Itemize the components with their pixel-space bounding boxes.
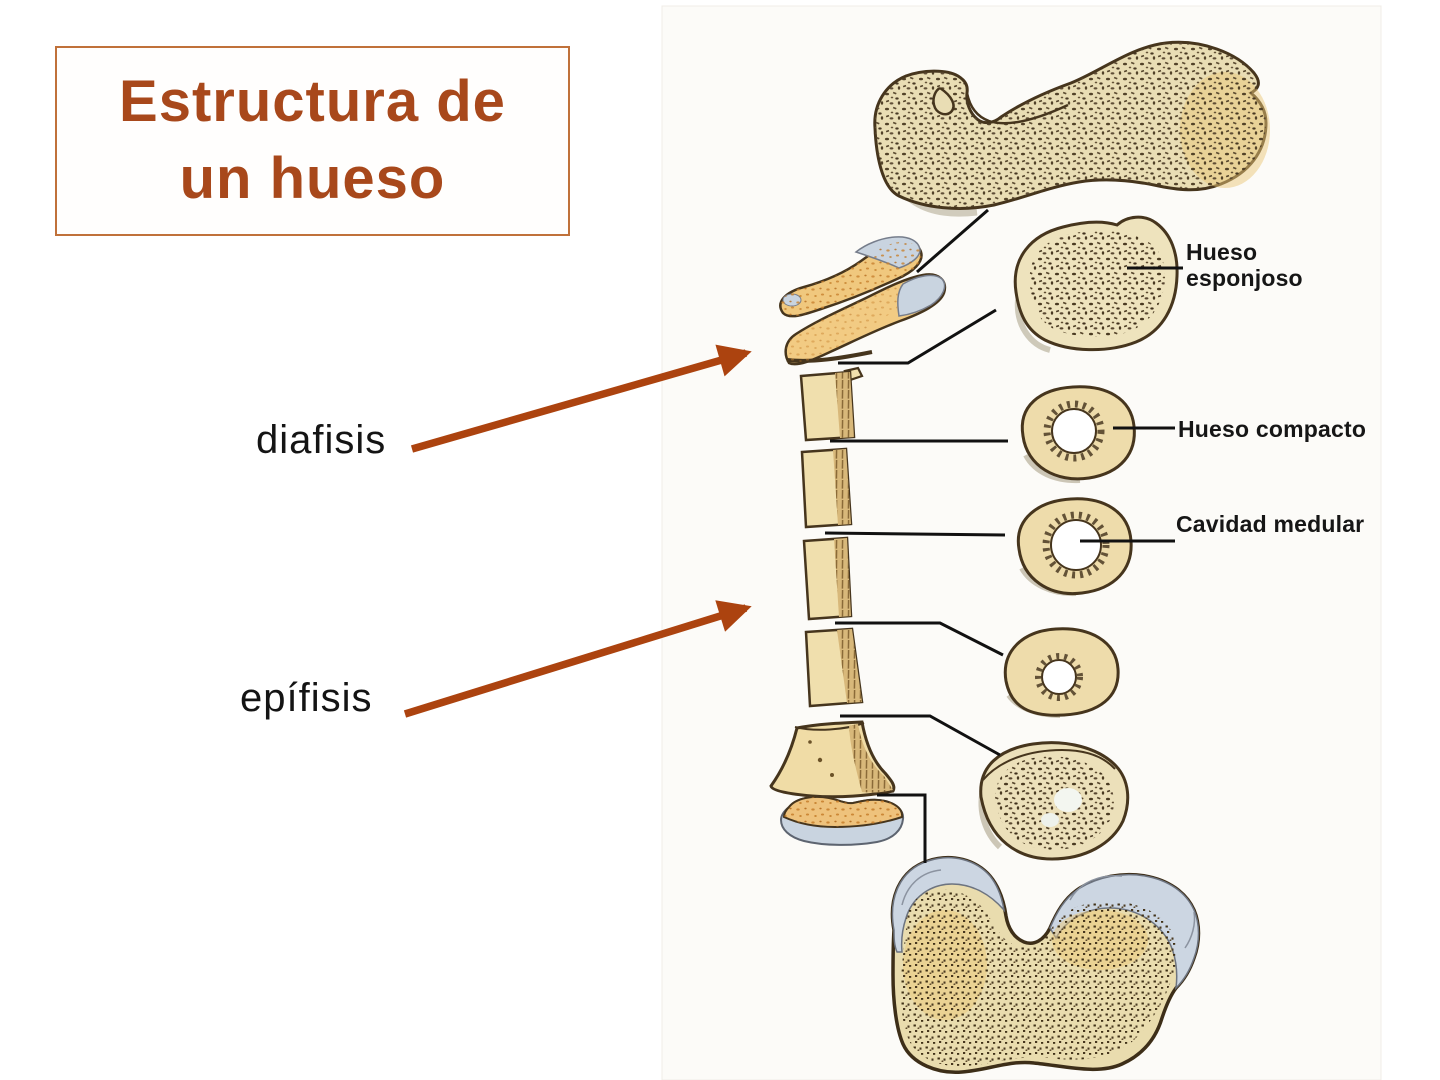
spongy-bone-cross-section — [1013, 215, 1179, 353]
proximal-epiphysis-section — [873, 40, 1270, 217]
distal-epiphysis-section — [890, 856, 1201, 1074]
label-epifisis: epífisis — [240, 676, 373, 720]
epifisis-arrow — [403, 600, 752, 718]
label-diafisis: diafisis — [256, 418, 387, 462]
lower-ring-section — [1003, 627, 1120, 718]
page-title: Estructura de un hueso — [119, 64, 506, 217]
diaphysis-segment-1 — [799, 366, 864, 442]
medullary-cavity-ring-section — [1016, 497, 1133, 597]
compact-bone-ring-section — [1020, 385, 1136, 484]
title-line-1: Estructura de — [119, 69, 506, 135]
leader-line-lower-ring — [835, 621, 1004, 657]
distal-cross-section — [978, 741, 1130, 861]
distal-shaft-flare — [769, 720, 896, 799]
leader-line-epiphysis-fragments — [916, 208, 989, 274]
diafisis-arrow — [410, 344, 752, 453]
leader-line-distal-section — [840, 714, 1001, 757]
leader-line-spongy-section — [838, 308, 997, 365]
diaphysis-segment-3 — [802, 536, 853, 621]
epiphysis-fragment-lower — [784, 273, 947, 366]
label-hueso-compacto: Hueso compacto — [1178, 416, 1367, 442]
epiphysis-fragment-upper — [779, 236, 923, 318]
epiphyseal-plate-piece — [779, 795, 905, 846]
title-box: Estructura de un hueso — [55, 46, 570, 236]
label-hueso-esponjoso: Hueso esponjoso — [1186, 239, 1303, 292]
diaphysis-segment-4 — [804, 627, 864, 708]
diaphysis-segment-2 — [800, 447, 853, 529]
label-cavidad-medular: Cavidad medular — [1176, 511, 1365, 537]
leader-line-medullary-ring — [824, 531, 1006, 537]
title-line-2: un hueso — [179, 146, 446, 211]
leader-line-distal-epiphysis — [877, 793, 927, 863]
